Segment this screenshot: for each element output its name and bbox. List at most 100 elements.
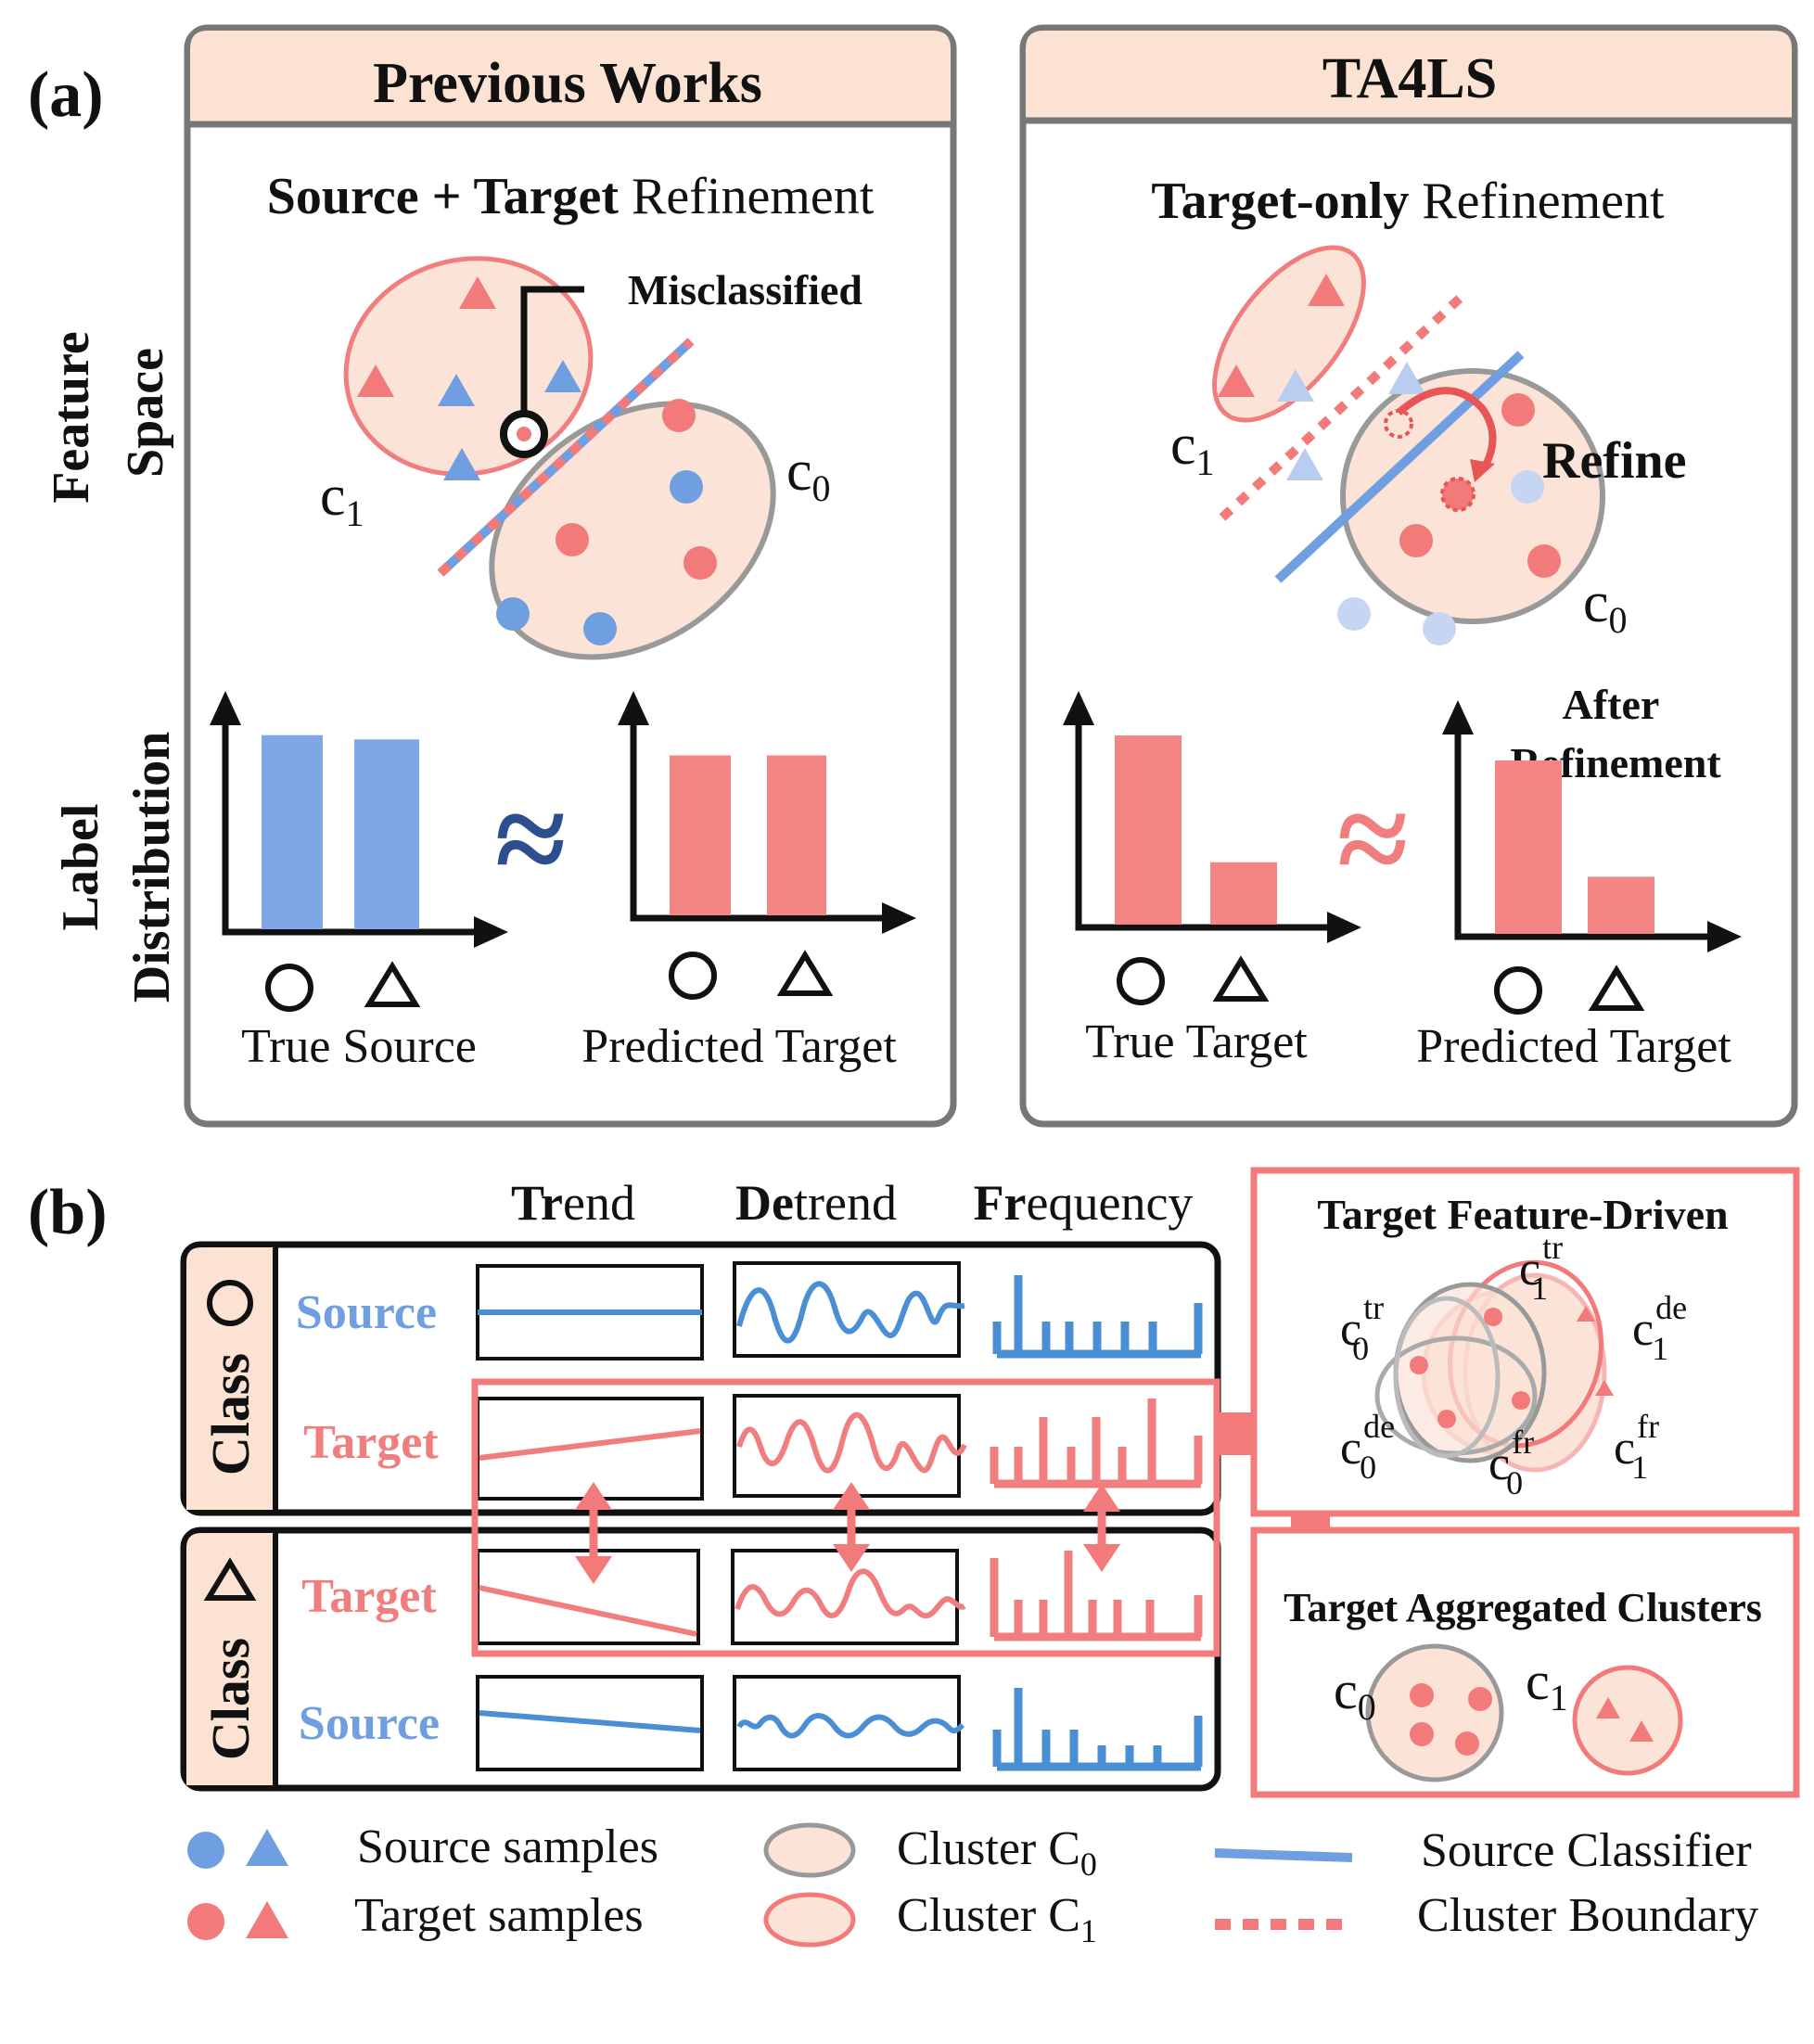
source-circle-faded xyxy=(1423,612,1456,645)
aggregated-c0-label: c0 xyxy=(1334,1660,1376,1728)
legend-source-samples: Source samples xyxy=(357,1820,658,1873)
source-triangle-faded xyxy=(1277,369,1314,402)
trend-box xyxy=(476,1397,704,1501)
ta4ls-refine-label: Refine xyxy=(1542,432,1687,490)
class-triangle-symbol xyxy=(364,961,421,1007)
predicted-target-bar-triangle xyxy=(767,755,826,915)
target-circle xyxy=(662,399,696,432)
predicted-target-bar-circle xyxy=(1495,760,1562,934)
class-triangle-symbol xyxy=(1212,955,1270,1002)
legend-target-circle xyxy=(187,1903,224,1940)
detrend-box xyxy=(733,1394,961,1498)
detrend-box xyxy=(733,1675,961,1771)
aggregated-c1-cluster xyxy=(1572,1665,1683,1776)
frequency-spectrum xyxy=(990,1551,1203,1642)
predicted-target-bar-triangle xyxy=(1588,876,1654,934)
true-source-bar-circle xyxy=(262,735,323,929)
source-circle xyxy=(670,470,703,504)
col-frequency: Frequency xyxy=(974,1175,1194,1231)
source-circle-faded xyxy=(1511,470,1544,504)
true-target-bar-circle xyxy=(1115,735,1182,925)
true-source-bar-triangle xyxy=(354,739,419,929)
legend-cluster-boundary: Cluster Boundary xyxy=(1417,1889,1758,1942)
target-circle xyxy=(683,546,717,580)
frequency-spectrum xyxy=(990,1399,1203,1488)
target-highlight-box xyxy=(471,1378,1220,1657)
detrend-wave xyxy=(735,1568,966,1619)
previous-c0-label: c0 xyxy=(786,440,831,509)
row-label-label-line1: Label xyxy=(52,804,109,931)
ta4ls-approx-symbol: ≈ xyxy=(1337,768,1409,912)
class-triangle-symbol xyxy=(1588,965,1645,1011)
source-row-label: Source xyxy=(296,1286,437,1339)
ta4ls-subtitle: Target-only Refinement xyxy=(1151,172,1665,230)
class-label-circle: Class xyxy=(200,1353,261,1476)
source-circle-faded xyxy=(1337,597,1371,631)
true-target-chart: True Target xyxy=(1063,691,1361,1068)
row-label-feature-space: Feature Space xyxy=(43,331,174,504)
aggregated-c0-cluster xyxy=(1365,1643,1504,1782)
target-circle xyxy=(1399,524,1433,557)
target-circle xyxy=(556,523,589,556)
true-target-caption: True Target xyxy=(1085,1016,1308,1068)
source-classifier-line xyxy=(437,338,695,577)
cluster-boundary-line xyxy=(1219,291,1467,521)
ta4ls-header: TA4LS xyxy=(1322,47,1497,110)
ta4ls-samples xyxy=(1218,274,1561,645)
misclassified-label: Misclassified xyxy=(628,266,862,313)
true-source-chart: True Source xyxy=(210,691,508,1073)
ta4ls-panel: TA4LS Target-only Refinement Refine c1 xyxy=(1019,24,1798,1128)
legend-cluster-c1-swatch xyxy=(763,1892,856,1948)
source-triangle xyxy=(438,374,475,406)
row-label-label-line2: Distribution xyxy=(123,732,181,1003)
ta4ls-c1-label: c1 xyxy=(1170,414,1215,483)
trend-line xyxy=(479,1710,701,1733)
trend-line xyxy=(479,1585,697,1637)
target-triangle xyxy=(1218,364,1255,397)
target-row-label: Target xyxy=(301,1570,437,1623)
row-label-feature-line2: Space xyxy=(117,348,174,478)
class-circle-symbol xyxy=(669,952,717,1000)
source-circle xyxy=(496,597,530,631)
previous-c1-label: c1 xyxy=(320,465,364,534)
misclassified-callout-line xyxy=(520,286,584,434)
class-circle-symbol xyxy=(1117,957,1165,1005)
aggregated-clusters-box: Target Aggregated Clusters c0 c1 xyxy=(1250,1527,1800,1798)
refine-arrow xyxy=(1396,387,1497,470)
predicted-target-caption-prev: Predicted Target xyxy=(581,1020,897,1073)
source-triangle-faded xyxy=(1388,362,1425,394)
aggregated-title: Target Aggregated Clusters xyxy=(1284,1585,1762,1630)
class-circle-symbol xyxy=(207,1280,253,1326)
source-classifier-line xyxy=(1274,351,1525,583)
class-triangle-symbol xyxy=(203,1557,257,1601)
col-trend: Trend xyxy=(511,1175,635,1231)
frequency-spectrum xyxy=(992,1688,1203,1771)
c1-samples xyxy=(357,276,581,480)
ta4ls-c0-label: c0 xyxy=(1583,571,1628,641)
legend-target-triangle xyxy=(246,1901,288,1938)
predicted-target-caption-ta4ls: Predicted Target xyxy=(1416,1020,1731,1073)
target-circle xyxy=(1527,544,1561,578)
class-triangle-symbol xyxy=(776,950,834,996)
legend-source-circle xyxy=(187,1832,224,1869)
legend-source-triangle xyxy=(246,1829,288,1866)
aggregated-c1-label: c1 xyxy=(1526,1651,1568,1718)
panel-b-label: (b) xyxy=(28,1177,108,1248)
detrend-wave xyxy=(736,1412,967,1474)
detrend-wave xyxy=(736,1713,965,1739)
legend-cluster-c0-swatch xyxy=(763,1822,856,1878)
feature-driven-title: Target Feature-Driven xyxy=(1317,1191,1728,1238)
legend-cluster-c1: Cluster C1 xyxy=(897,1889,1097,1949)
source-row-label: Source xyxy=(299,1697,440,1750)
frequency-spectrum xyxy=(992,1275,1203,1359)
c0-samples xyxy=(496,399,717,645)
legend-source-classifier-swatch xyxy=(1214,1848,1353,1862)
